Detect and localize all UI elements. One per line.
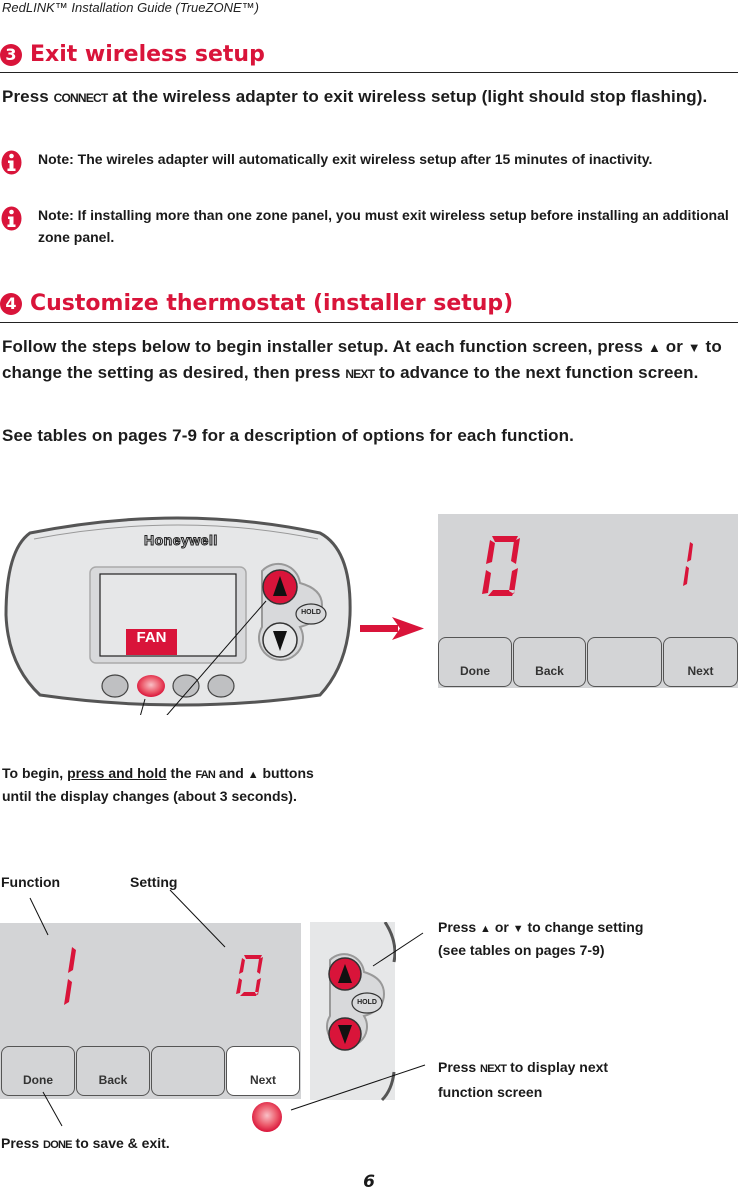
next-callout: Press NEXT to display next function scre… [438, 1059, 609, 1100]
down-arrow-icon: ▼ [512, 923, 524, 935]
next-softkey[interactable]: Next [226, 1046, 300, 1096]
up-arrow-icon: ▲ [647, 340, 661, 355]
section-3-title: Exit wireless setup [30, 42, 265, 67]
hold-button-label: HOLD [301, 609, 321, 616]
honeywell-logo: Honeywell [144, 532, 218, 549]
section-4-heading: 4 Customize thermostat (installer setup) [0, 291, 513, 316]
function-label: Function [1, 874, 61, 890]
setting-digit [236, 955, 263, 996]
section-4-title: Customize thermostat (installer setup) [30, 291, 514, 316]
softkey-row: Done Back Next [0, 1046, 301, 1098]
right-arrow-icon [360, 617, 424, 640]
callout-lines [29, 889, 426, 1127]
blank-softkey[interactable] [151, 1046, 225, 1096]
setting-digit [683, 542, 693, 586]
running-header: RedLINK™ Installation Guide (TrueZONE™) [2, 0, 259, 15]
exit-instruction: Press CONNECT at the wireless adapter to… [2, 87, 708, 106]
next-key-label: NEXT [345, 367, 375, 381]
done-softkey[interactable]: Done [1, 1046, 75, 1096]
back-softkey[interactable]: Back [76, 1046, 150, 1096]
begin-caption: To begin, press and hold the FAN and ▲ b… [2, 765, 314, 804]
change-setting-callout: Press ▲ or ▼ to change setting (see tabl… [438, 919, 644, 958]
up-arrow-icon: ▲ [247, 769, 259, 781]
next-button-glow [252, 1102, 282, 1132]
done-softkey[interactable]: Done [438, 637, 512, 687]
step-number-badge: 4 [0, 292, 22, 315]
installer-setup-instructions: Follow the steps below to begin installe… [2, 337, 722, 382]
connect-key-label: CONNECT [53, 91, 109, 105]
thermostat-button-panel [310, 922, 396, 1102]
back-softkey[interactable]: Back [513, 637, 586, 687]
note-multiple-zone-panels: Note: If installing more than one zone p… [38, 207, 729, 245]
display-screen-initial: 0 1 Done Back Next [438, 514, 738, 688]
step-number-badge: 3 [0, 43, 22, 66]
section-3-heading: 3 Exit wireless setup [0, 42, 265, 67]
down-arrow-icon: ▼ [687, 340, 701, 355]
thermostat-illustration [4, 516, 352, 715]
hold-button-label: HOLD [357, 999, 377, 1006]
info-icon [1, 150, 22, 175]
function-digit [64, 947, 76, 1005]
blank-softkey[interactable] [587, 637, 662, 687]
page-number: 6 [363, 1172, 375, 1192]
softkey-row: Done Back Next [438, 637, 738, 687]
section-divider [0, 72, 738, 73]
function-digit [482, 536, 520, 596]
fan-label: FAN [136, 629, 167, 646]
display-screen-annotated: 1 0 Done Back Next [0, 923, 301, 1099]
info-icon [1, 206, 22, 231]
done-callout: Press DONE to save & exit. [1, 1135, 170, 1151]
next-softkey[interactable]: Next [663, 637, 738, 687]
tables-reference: See tables on pages 7-9 for a descriptio… [2, 426, 574, 445]
up-arrow-icon: ▲ [480, 923, 491, 935]
setting-label: Setting [130, 874, 178, 890]
section-divider [0, 322, 738, 323]
note-auto-exit: Note: The wireles adapter will automatic… [38, 151, 653, 167]
